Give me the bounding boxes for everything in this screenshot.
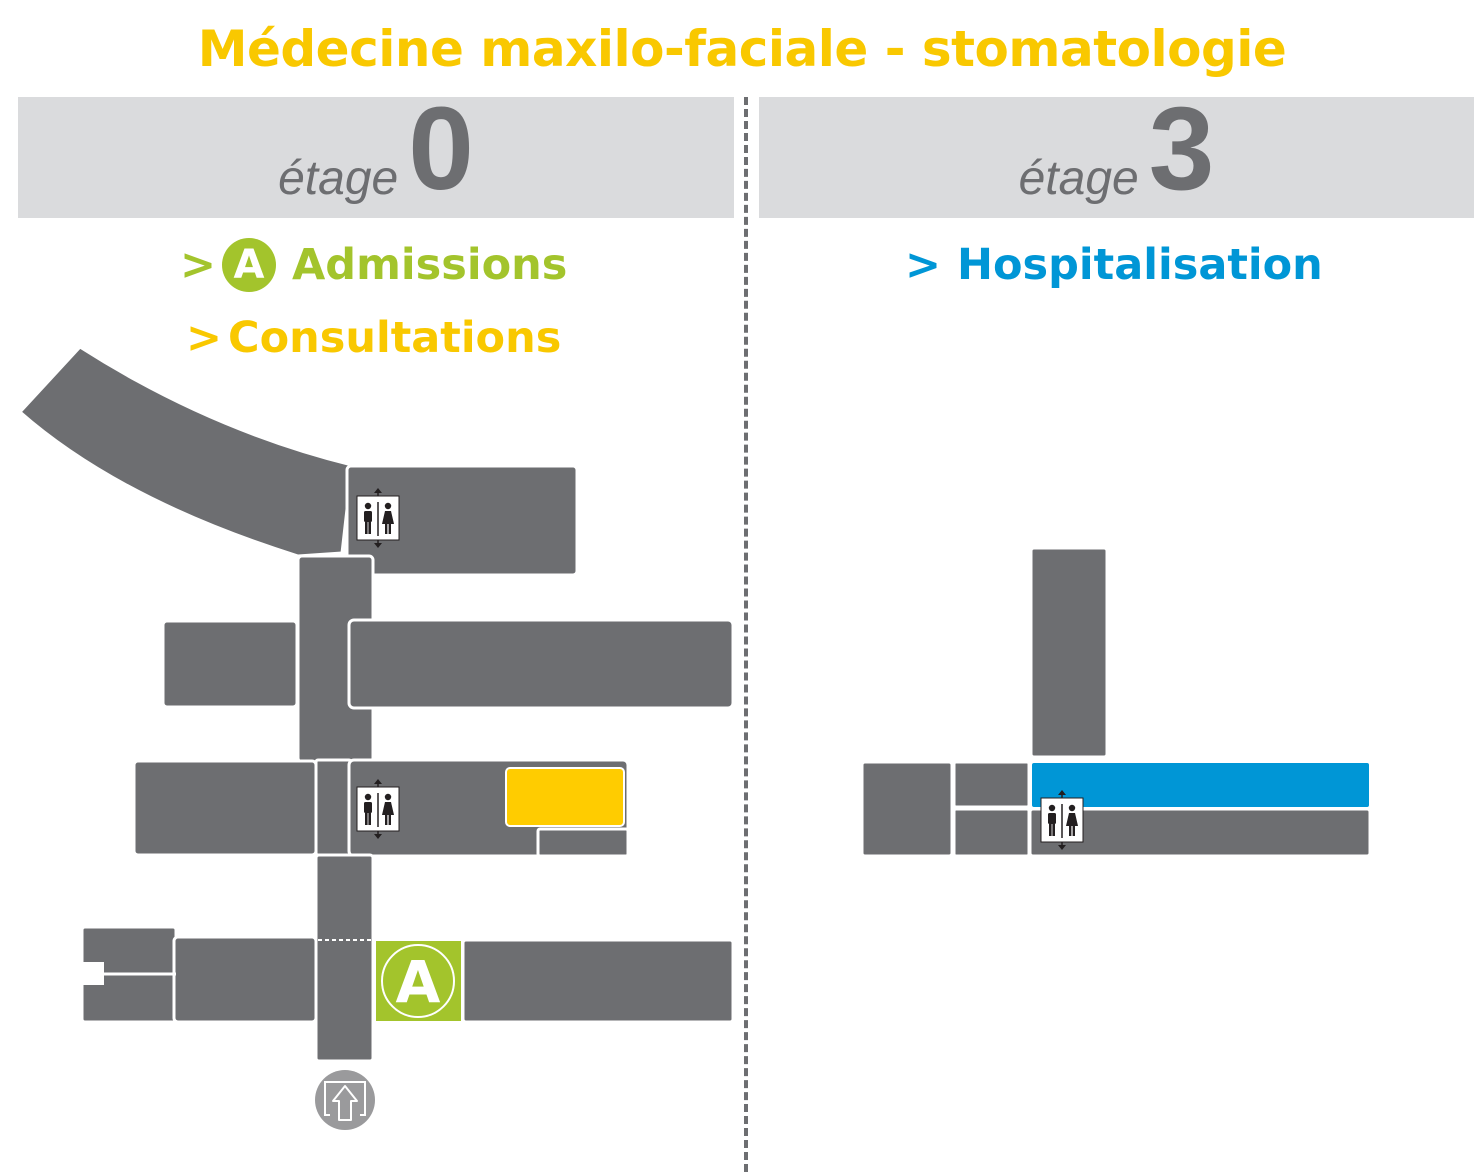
floor-0-word: étage: [278, 152, 399, 205]
floor-0-details: A: [80, 487, 625, 1130]
floor-3-word: étage: [1018, 152, 1139, 205]
legend-consultations-chevron: >: [186, 313, 223, 363]
floor-3-plan: [860, 546, 1372, 858]
floor-3-label: étage 3: [759, 90, 1474, 218]
east-block-1: [347, 618, 735, 710]
west-block-2: [132, 759, 318, 857]
legend-admissions-chevron: >: [180, 240, 217, 290]
center-block-top: [952, 760, 1031, 809]
elevator-restroom-icon-center: [356, 778, 400, 840]
south-east-block: [461, 938, 735, 1024]
west-block-1: [161, 619, 299, 709]
corridor-lower: [314, 853, 375, 1063]
legend-hospitalisation-label: Hospitalisation: [957, 240, 1323, 290]
floor-3-header: étage 3: [759, 90, 1474, 218]
legend-admissions-label: Admissions: [292, 240, 568, 290]
center-block-bottom: [952, 807, 1031, 858]
floor-0-header: étage 0: [18, 90, 734, 218]
legend-admissions: > A Admissions: [180, 238, 567, 292]
admissions-map-badge-letter: A: [396, 948, 441, 1016]
floor-0-label: étage 0: [18, 90, 734, 218]
north-tower: [1029, 546, 1109, 759]
elevator-restroom-icon-north: [356, 487, 400, 549]
consultations-sub: [536, 827, 630, 858]
legend-hospitalisation: > Hospitalisation: [905, 240, 1323, 290]
floor-3-number: 3: [1148, 83, 1215, 215]
legend-consultations: > Consultations: [186, 313, 561, 363]
west-block: [860, 760, 954, 858]
south-west-block-b: [172, 935, 318, 1024]
admissions-badge-icon: A: [222, 238, 277, 292]
consultations-area: [505, 767, 625, 827]
admissions-map-badge-icon: [381, 944, 455, 1018]
entrance-arrow-icon: [315, 1070, 375, 1130]
hospitalisation-area: [1030, 761, 1371, 809]
admissions-area: [376, 941, 461, 1021]
elevator-restroom-icon-floor-3: [1040, 789, 1084, 851]
floor-0-number: 0: [408, 83, 474, 215]
north-block: [345, 464, 579, 577]
page-title: Médecine maxilo-faciale - stomatologie: [197, 20, 1287, 78]
floor-3-details: [1030, 761, 1371, 851]
legend-consultations-label: Consultations: [228, 313, 562, 363]
floor-divider: [744, 97, 748, 1172]
legend-hospitalisation-chevron: >: [905, 240, 942, 290]
corridor-mid: [314, 758, 353, 857]
curved-wing: [18, 345, 354, 558]
